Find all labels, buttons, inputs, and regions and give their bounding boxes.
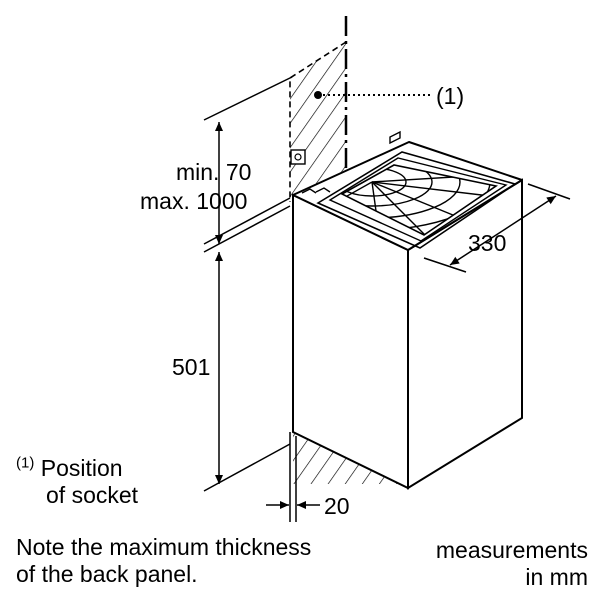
units-line2: in mm	[525, 564, 588, 590]
units-line1: measurements	[435, 537, 588, 563]
footnote-text-position: Position	[40, 455, 123, 481]
socket-callout-label: (1)	[436, 83, 465, 109]
dimension-height	[203, 205, 291, 492]
back-panel	[289, 432, 408, 490]
footnote-line2: of socket	[46, 482, 139, 508]
dimension-depth	[423, 183, 571, 273]
footnote-line1: (1) Position	[16, 455, 123, 481]
panel-thickness-label: 20	[324, 493, 350, 519]
footnote-marker: (1)	[16, 454, 35, 472]
socket-zone	[289, 41, 347, 202]
depth-label: 330	[468, 230, 507, 256]
note-line2: of the back panel.	[16, 561, 198, 587]
socket-icon	[290, 149, 306, 165]
clearance-max-label: max. 1000	[140, 188, 248, 214]
dimension-panel-thickness	[266, 490, 320, 522]
note-line1: Note the maximum thickness	[16, 534, 312, 560]
dimension-clearance	[203, 76, 293, 245]
hood-housing	[292, 130, 523, 490]
height-label: 501	[172, 354, 211, 380]
clearance-min-label: min. 70	[176, 159, 252, 185]
